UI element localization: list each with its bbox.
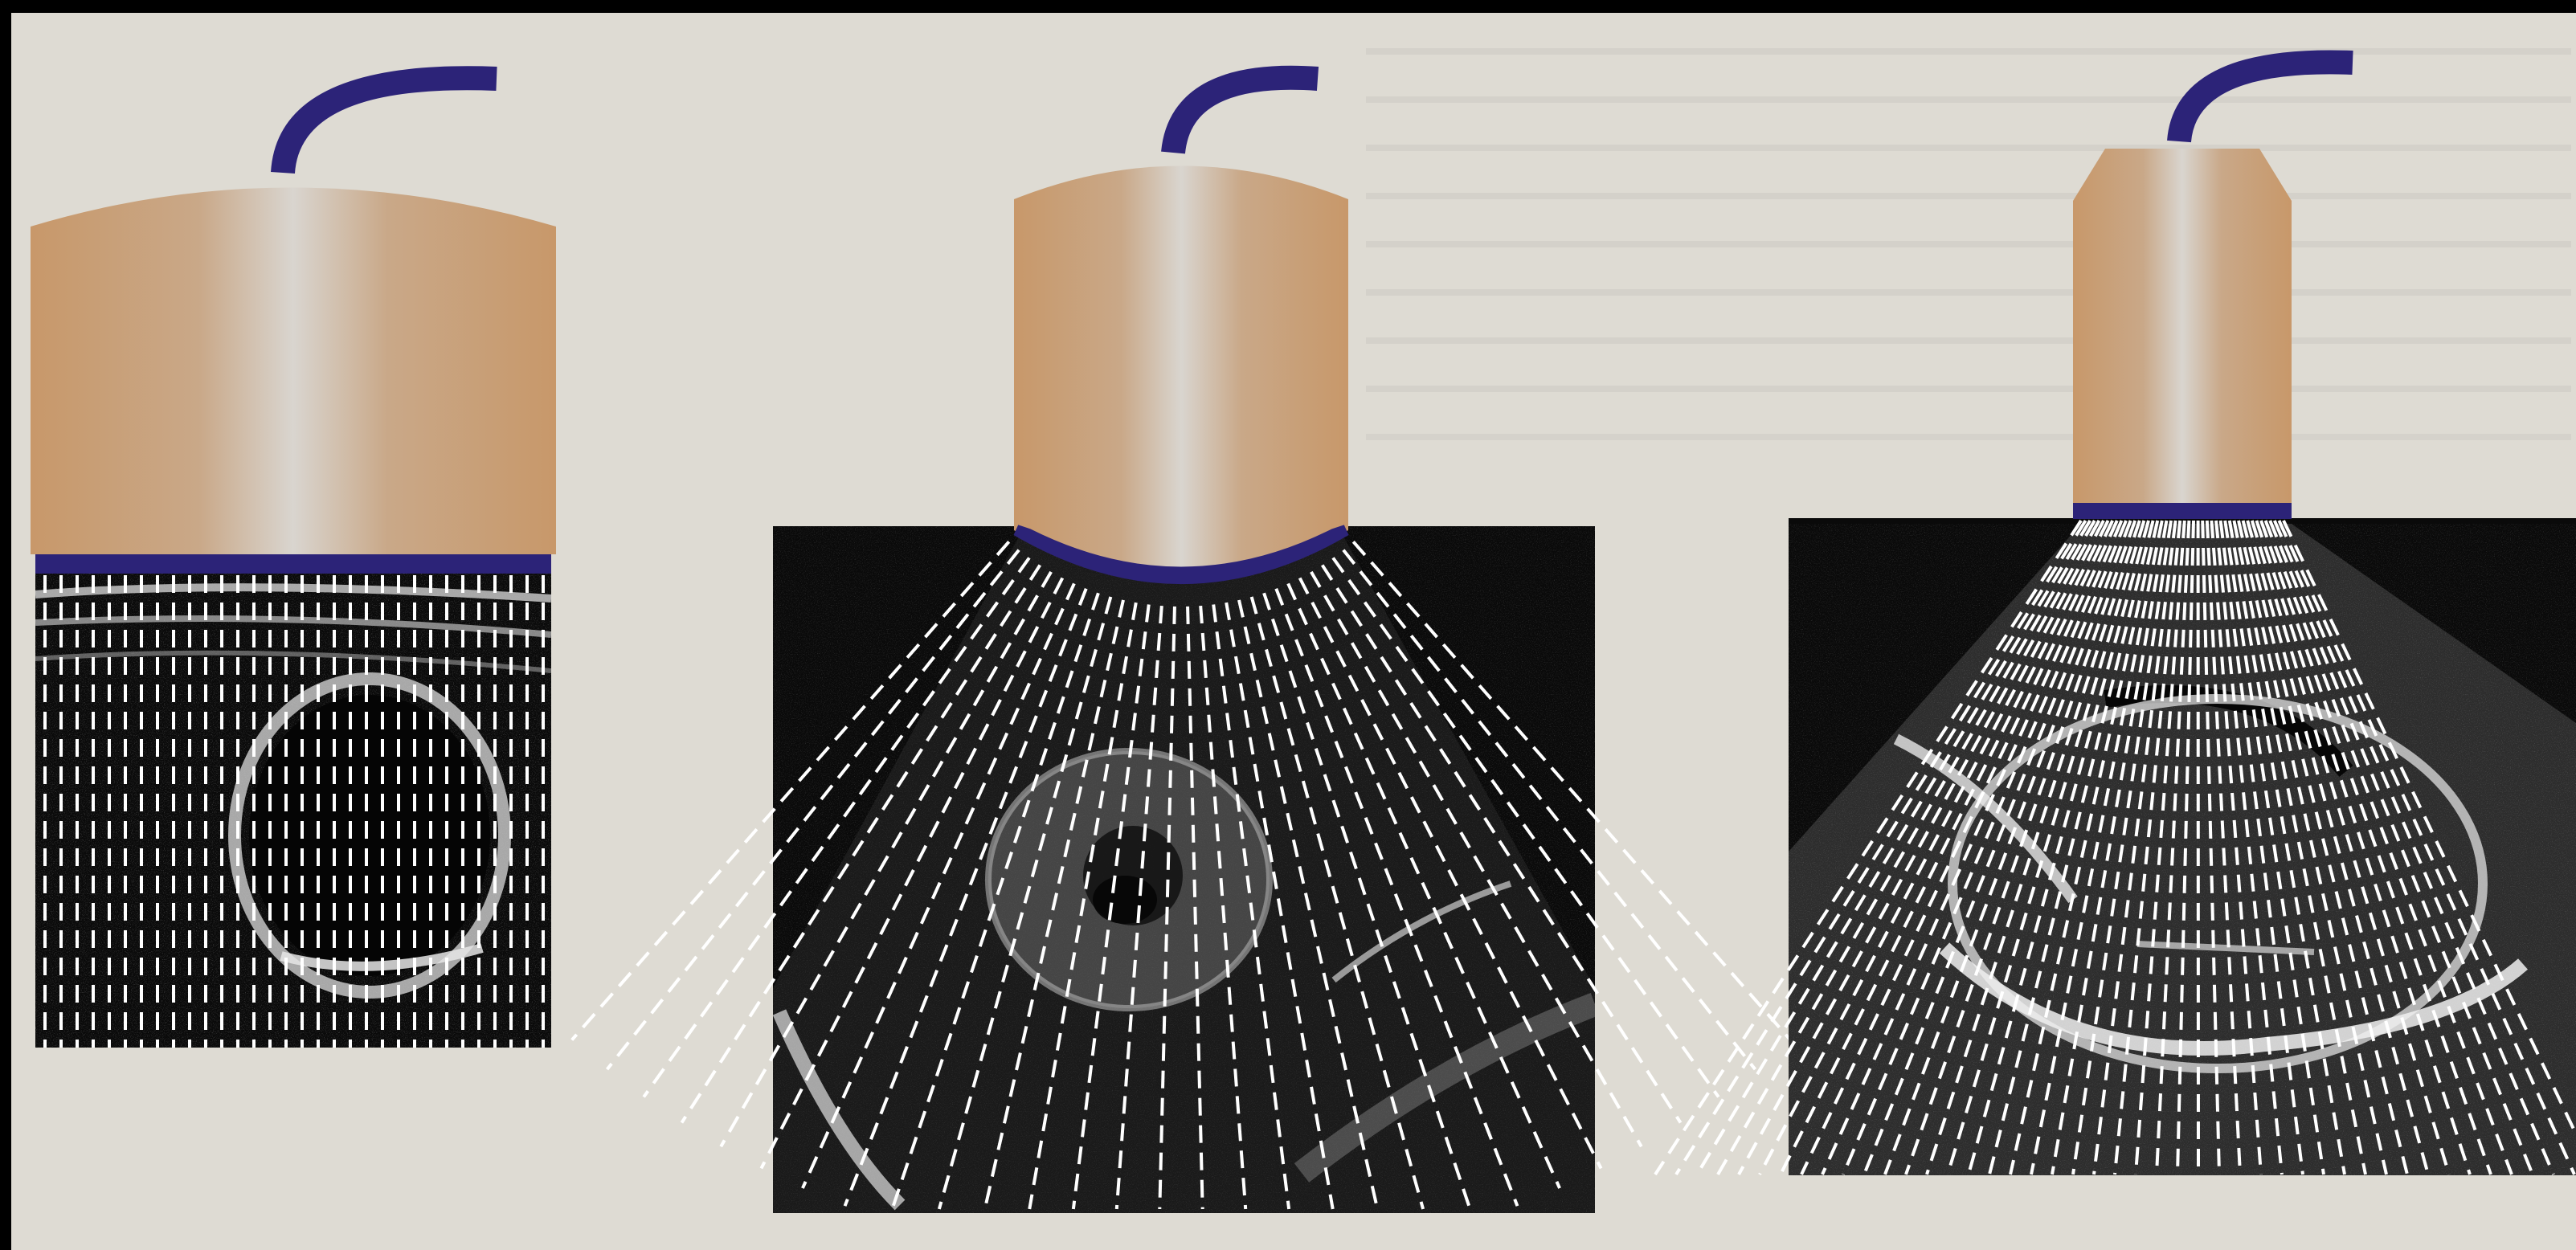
panel-linear-array xyxy=(31,78,556,1048)
probe-housing xyxy=(1014,166,1348,579)
probe-housing xyxy=(31,188,556,555)
ultrasound-image-curved xyxy=(773,526,1595,1213)
top-border xyxy=(0,0,2576,13)
probe-face xyxy=(2073,503,2292,519)
ultrasound-image-linear xyxy=(35,562,551,1048)
left-border xyxy=(0,0,11,1250)
probe-face xyxy=(35,554,551,574)
probe-housing xyxy=(2073,149,2292,506)
